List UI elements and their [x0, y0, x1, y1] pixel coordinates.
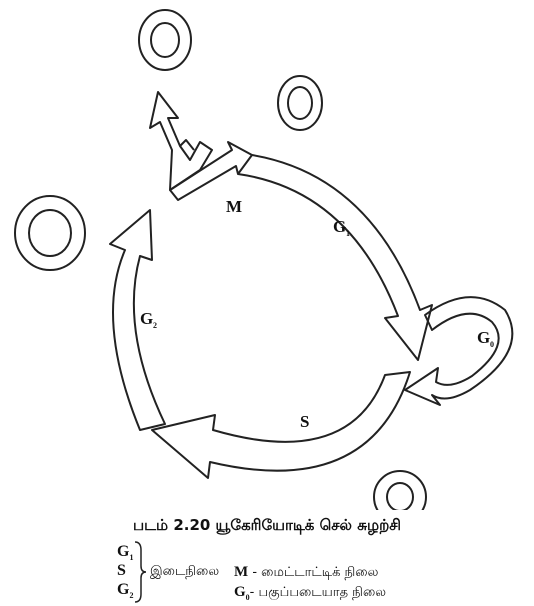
label-g0: G	[477, 328, 490, 347]
label-g1: G	[333, 217, 346, 236]
label-g2: G	[140, 309, 153, 328]
cell-cycle-diagram: M G 1 G 2 G 0 S	[0, 0, 534, 510]
legend-s: S	[117, 563, 126, 579]
g1-phase-arrow	[238, 155, 432, 360]
cell-bottom-right	[374, 471, 426, 510]
legend-m-line: M - மைட்டாட்டிக் நிலை	[234, 564, 378, 581]
cell-top-nucleus	[151, 23, 179, 57]
figure-caption: படம் 2.20 யூகேரியோடிக் செல் சுழற்சி	[0, 516, 534, 536]
s-phase-arrow	[152, 372, 410, 478]
label-g2-sub: 2	[153, 321, 157, 330]
label-g0-sub: 0	[490, 340, 494, 349]
cell-upper-right-nucleus	[288, 87, 312, 119]
legend-g2: G2	[117, 582, 133, 604]
g2-phase-arrow	[110, 210, 165, 430]
cell-upper-right	[278, 76, 322, 130]
cell-top	[139, 10, 191, 70]
cell-left	[15, 196, 85, 270]
cell-left-nucleus	[29, 210, 71, 256]
cell-bottom-right-nucleus	[387, 483, 413, 510]
label-g1-sub: 1	[346, 229, 350, 238]
legend-interphase: இடைநிலை	[150, 564, 219, 580]
division-exit-arrows	[150, 92, 212, 190]
legend-brace	[133, 540, 147, 604]
legend-g0-line: G0- பகுப்படையாத நிலை	[234, 584, 386, 602]
label-s: S	[300, 412, 309, 431]
label-m: M	[226, 197, 242, 216]
